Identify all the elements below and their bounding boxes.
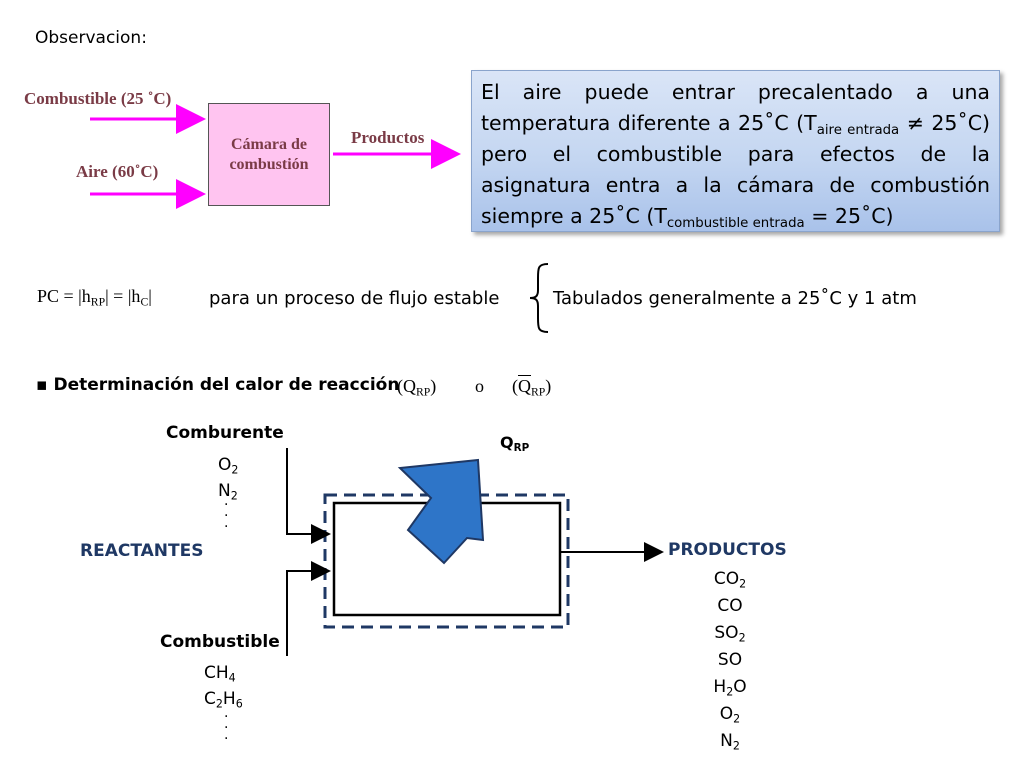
combustible-ellipsis: ··· (224, 709, 229, 747)
or-text: o (475, 376, 484, 396)
section-title: Determinación del calor de reacción (53, 375, 400, 395)
products-label: Productos (351, 128, 425, 147)
comburente-title: Comburente (166, 423, 284, 443)
products-title: PRODUCTOS (668, 540, 787, 560)
qrp-label: QRP (500, 433, 530, 455)
q-rp-bar-symbol: (QRP) (512, 376, 552, 399)
note-text-1: El aire puede entrar precalentado a una … (481, 80, 990, 135)
fuel-label: Combustible (25 ˚C) (24, 89, 172, 108)
section-heading: ▪ Determinación del calor de reacción (36, 375, 399, 395)
curly-brace (529, 263, 549, 333)
reaction-diagram (286, 448, 664, 656)
combustion-chamber: Cámara de combustión (208, 103, 330, 206)
chamber-label-line1: Cámara de (231, 135, 307, 153)
product-item: CO (717, 596, 743, 616)
products-list: CO2 CO SO2 SO H2O O2 N2 (690, 566, 770, 755)
heat-arrow-icon (397, 458, 485, 565)
page-title: Observacion: (35, 28, 147, 48)
product-item: SO (717, 650, 743, 670)
comburente-item: N2 (218, 481, 238, 503)
product-item: O2 (719, 704, 741, 726)
tabulated-note: Tabulados generalmente a 25˚C y 1 atm (553, 288, 917, 309)
combustible-title: Combustible (160, 632, 280, 652)
top-diagram-arrows (90, 104, 461, 209)
product-item: N2 (720, 731, 740, 753)
note-box: El aire puede entrar precalentado a una … (471, 70, 1000, 232)
bullet-icon: ▪ (36, 375, 48, 395)
pc-equation: PC = |hRP| = |hC| (37, 286, 152, 309)
flow-condition: para un proceso de flujo estable (209, 288, 500, 309)
comburente-list: O2 N2 (218, 452, 238, 504)
product-item: CO2 (713, 569, 747, 591)
product-item: H2O (713, 677, 747, 699)
note-sub-1: aire entrada (816, 122, 900, 138)
reactants-label: REACTANTES (80, 541, 204, 561)
chamber-label-line2: combustión (229, 155, 309, 173)
combustible-item: C2H6 (204, 689, 243, 711)
comburente-inlet-line (286, 448, 331, 544)
note-sub-2: combustible entrada (666, 215, 805, 231)
combustible-item: CH4 (204, 663, 236, 685)
air-label: Aire (60˚C) (76, 162, 159, 181)
combustible-list: CH4 C2H6 (204, 660, 243, 712)
comburente-ellipsis: ··· (224, 497, 229, 535)
note-text-3: = 25˚C) (804, 204, 894, 228)
note-text-2: ≠ 25˚C) pero el combustible para efectos… (481, 111, 991, 228)
comburente-item: O2 (218, 455, 239, 477)
q-rp-symbol: (QRP) (397, 376, 437, 399)
combustible-inlet-line (286, 561, 331, 656)
product-item: SO2 (714, 623, 746, 645)
